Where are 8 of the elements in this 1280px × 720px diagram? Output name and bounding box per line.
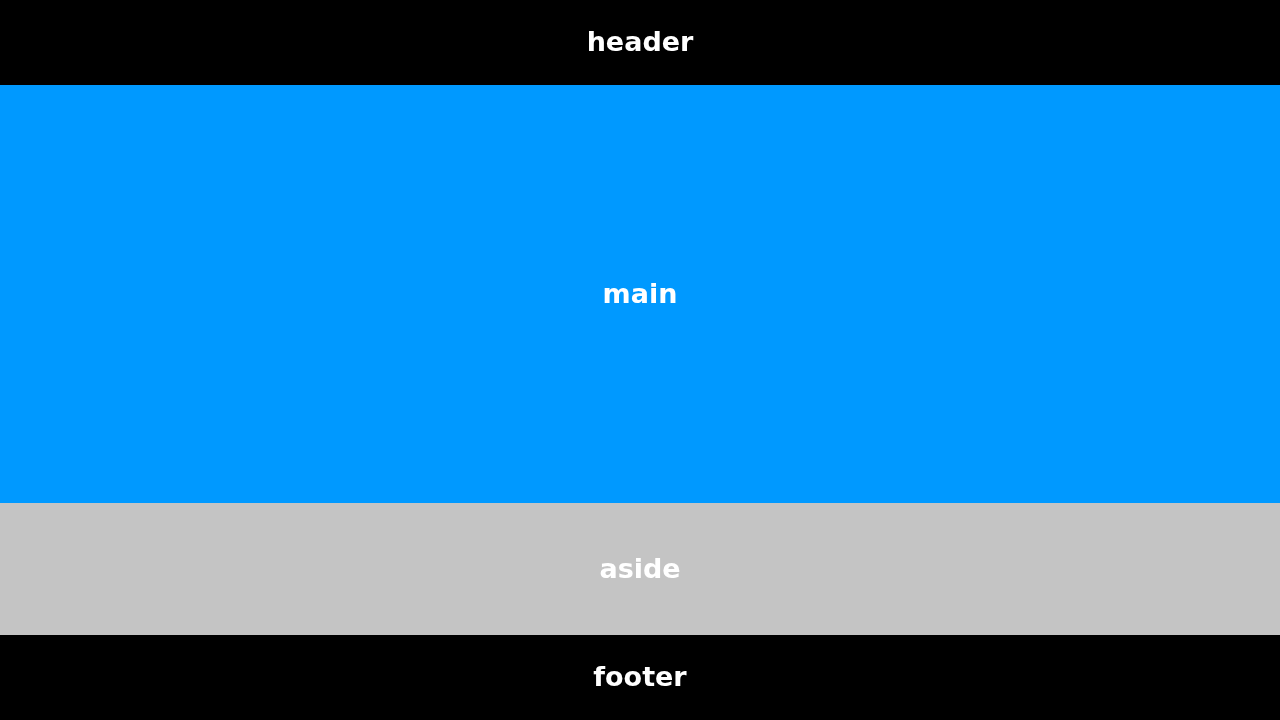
aside-band [0,503,1280,635]
band-label: main [602,277,678,311]
header-band [0,0,1280,85]
footer-band [0,635,1280,720]
band-label: header [586,26,694,59]
band-label: aside [599,552,681,586]
band-label: footer [593,661,687,694]
main-band [0,85,1280,503]
